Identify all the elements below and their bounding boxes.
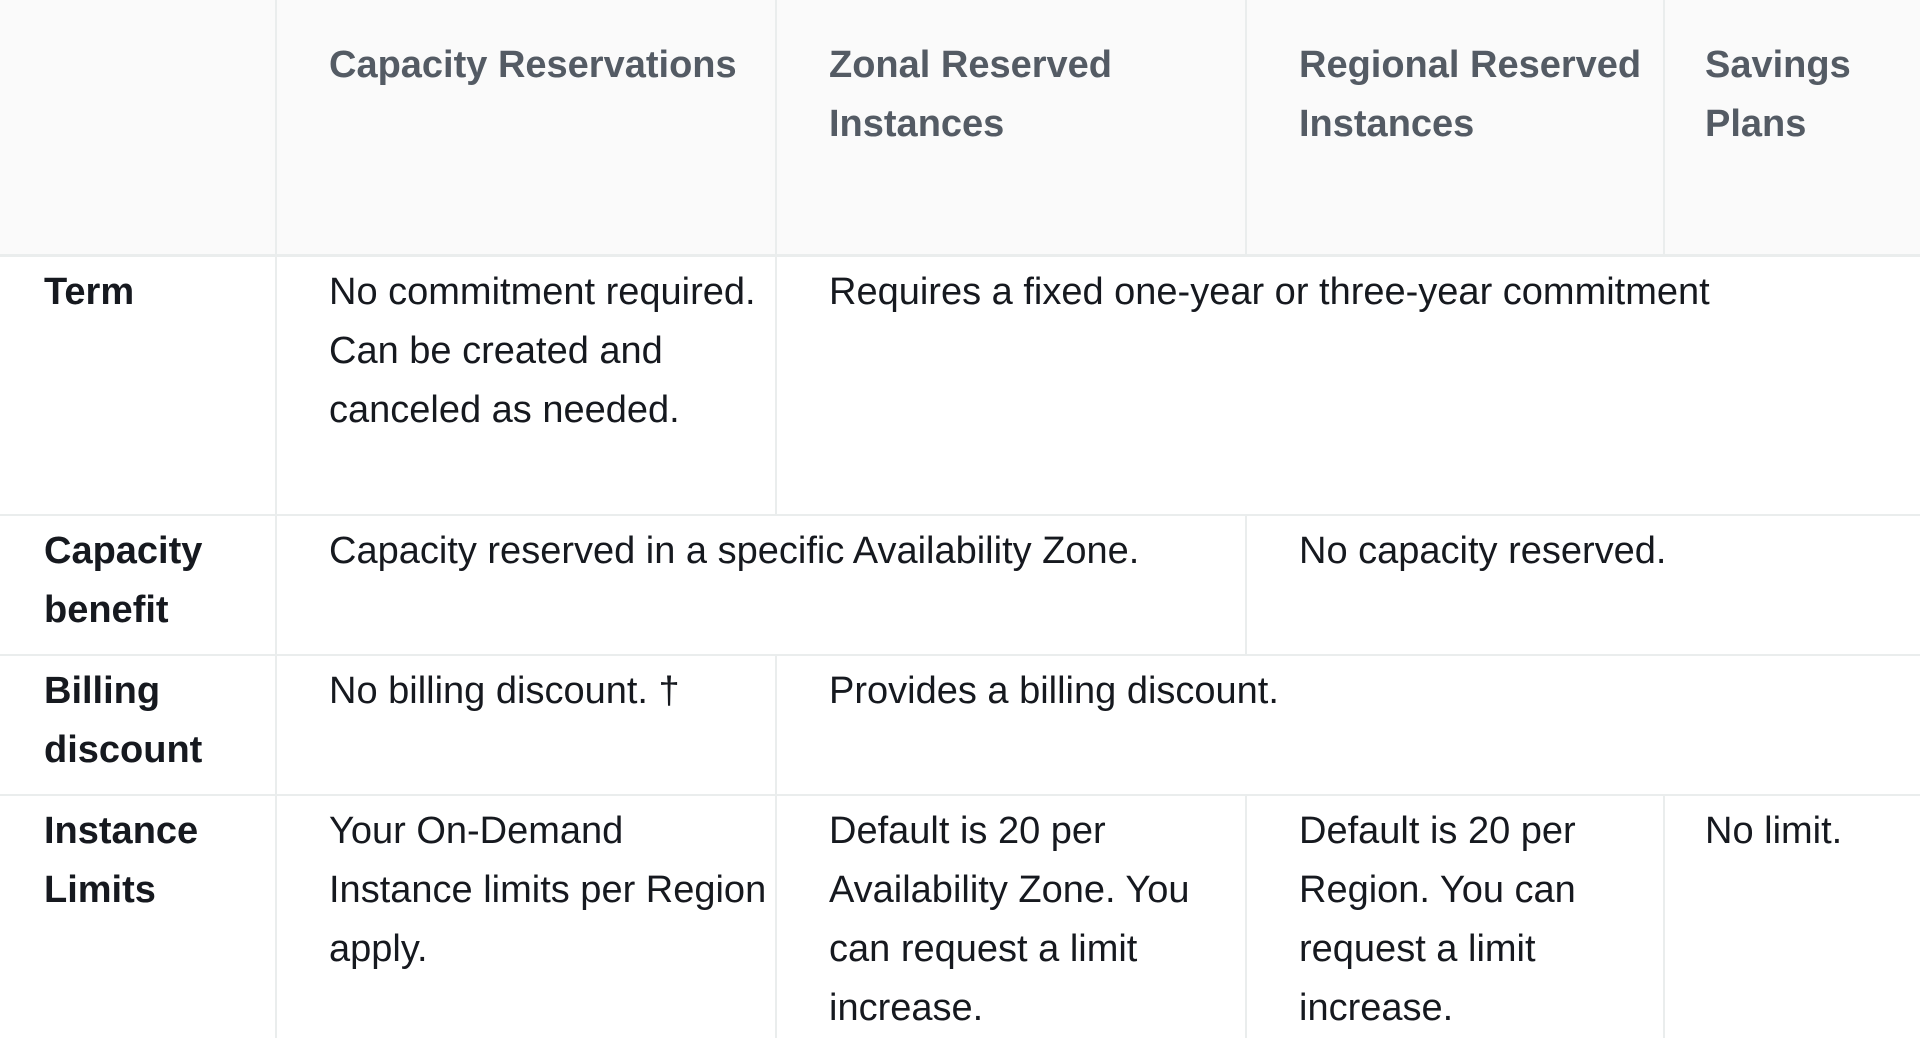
table-row-term: Term No commitment required. Can be crea… (0, 254, 1920, 515)
table-row-instance-limits: Instance Limits Your On-Demand Instance … (0, 794, 1920, 1038)
cell-limits-zonal-ri: Default is 20 per Availability Zone. You… (775, 794, 1246, 1038)
table-row-capacity-benefit: Capacity benefit Capacity reserved in a … (0, 514, 1920, 655)
cell-capacity-benefit-zonal: Capacity reserved in a specific Availabi… (275, 514, 1246, 655)
table-row-billing-discount: Billing discount No billing discount. † … (0, 654, 1920, 795)
cell-term-capacity-reservations: No commitment required. Can be created a… (275, 254, 776, 515)
cell-billing-capacity-reservations: No billing discount. † (275, 654, 776, 795)
cell-limits-capacity-reservations: Your On-Demand Instance limits per Regio… (275, 794, 776, 1038)
header-corner-cell (0, 0, 276, 257)
cell-capacity-benefit-regional: No capacity reserved. (1245, 514, 1920, 655)
row-label-billing-discount: Billing discount (0, 654, 276, 795)
row-label-capacity-benefit: Capacity benefit (0, 514, 276, 655)
column-header-savings-plans: Savings Plans (1663, 0, 1920, 257)
table-body: Term No commitment required. Can be crea… (0, 254, 1920, 1038)
column-header-zonal-reserved-instances: Zonal Reserved Instances (775, 0, 1246, 257)
row-label-instance-limits: Instance Limits (0, 794, 276, 1038)
table-header: Capacity Reservations Zonal Reserved Ins… (0, 0, 1920, 257)
column-header-capacity-reservations: Capacity Reservations (275, 0, 776, 257)
cell-billing-discount-provided: Provides a billing discount. (775, 654, 1920, 795)
cell-limits-regional-ri: Default is 20 per Region. You can reques… (1245, 794, 1664, 1038)
row-label-term: Term (0, 254, 276, 515)
cell-term-commitment: Requires a fixed one-year or three-year … (775, 254, 1920, 515)
header-row: Capacity Reservations Zonal Reserved Ins… (0, 0, 1920, 257)
cell-limits-savings-plans: No limit. (1663, 794, 1920, 1038)
column-header-regional-reserved-instances: Regional Reserved Instances (1245, 0, 1664, 257)
